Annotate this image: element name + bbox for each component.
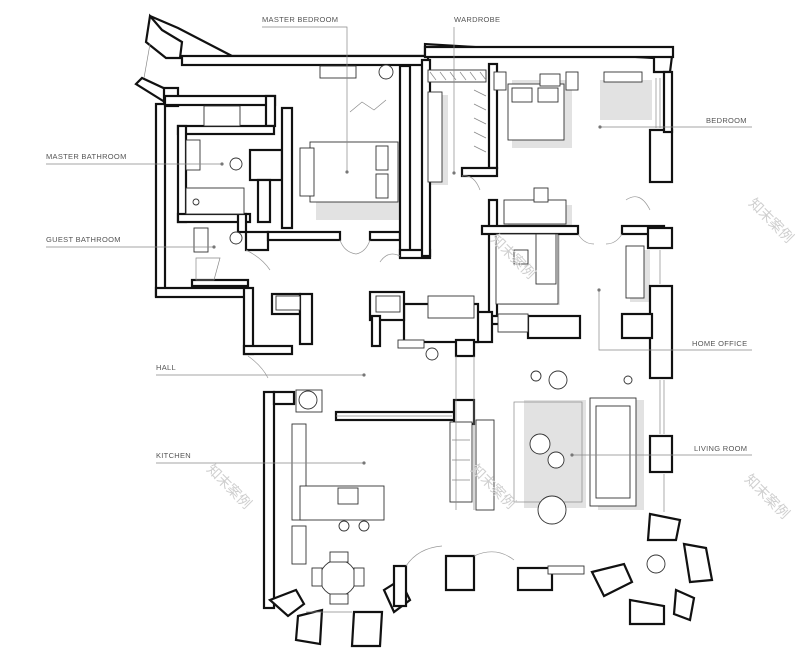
label-master-bedroom: MASTER BEDROOM	[262, 15, 349, 174]
label-guest-bathroom-text: GUEST BATHROOM	[46, 235, 121, 244]
label-home-office: HOME OFFICE	[597, 288, 752, 351]
label-bedroom: BEDROOM	[598, 116, 752, 129]
dining-table	[319, 559, 357, 597]
label-bedroom-text: BEDROOM	[706, 116, 747, 125]
windows	[143, 43, 665, 613]
label-living-room-text: LIVING ROOM	[694, 444, 747, 453]
label-master-bathroom: MASTER BATHROOM	[46, 152, 224, 166]
watermark-5: 知末案例	[741, 471, 793, 523]
label-living-room: LIVING ROOM	[570, 444, 752, 457]
door-swings	[245, 175, 651, 567]
watermark-1: 知末案例	[745, 195, 797, 247]
label-home-office-text: HOME OFFICE	[692, 339, 747, 348]
label-master-bathroom-text: MASTER BATHROOM	[46, 152, 127, 161]
label-hall-text: HALL	[156, 363, 176, 372]
watermark-3: 知末案例	[203, 461, 255, 513]
label-guest-bathroom: GUEST BATHROOM	[46, 235, 216, 249]
room-labels: MASTER BEDROOM WARDROBE BEDROOM MASTER B…	[46, 15, 752, 465]
furniture	[185, 64, 666, 605]
label-kitchen: KITCHEN	[156, 451, 366, 465]
label-hall: HALL	[156, 363, 366, 377]
label-kitchen-text: KITCHEN	[156, 451, 191, 460]
label-wardrobe: WARDROBE	[452, 15, 500, 175]
label-wardrobe-text: WARDROBE	[454, 15, 500, 24]
label-master-bedroom-text: MASTER BEDROOM	[262, 15, 338, 24]
